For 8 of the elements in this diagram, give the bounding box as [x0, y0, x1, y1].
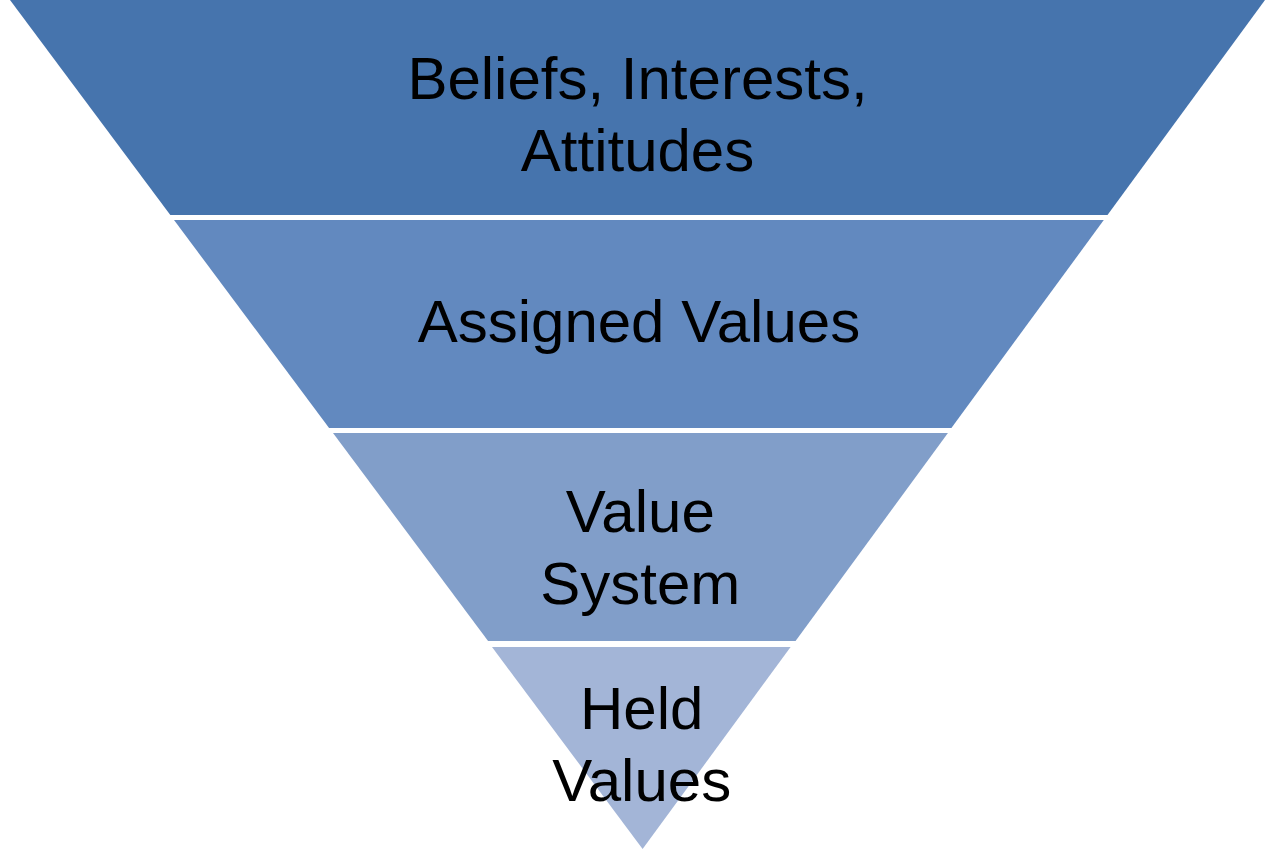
band-label: Held Values: [551, 674, 733, 816]
funnel-band: [10, 0, 1265, 215]
funnel-band: [174, 220, 1104, 428]
funnel-band: [332, 433, 948, 641]
band-label: Assigned Values: [417, 287, 861, 357]
funnel-band: [492, 647, 791, 849]
band-label: Beliefs, Interests, Attitudes: [406, 44, 869, 186]
band-label: Value System: [539, 477, 742, 619]
